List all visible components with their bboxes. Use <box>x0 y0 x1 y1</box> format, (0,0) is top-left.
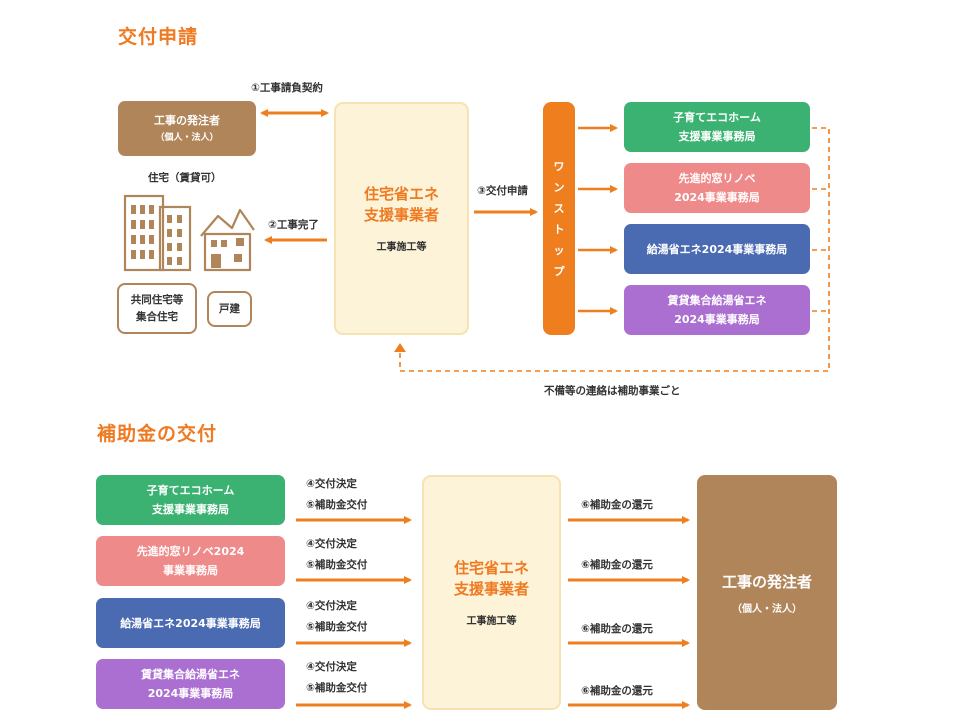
detached-house-box: 戸建 <box>207 291 252 327</box>
arrow-contract-label: ①工事請負契約 <box>251 82 323 94</box>
subsidy-office-box-3: 給湯省エネ2024事業事務局 <box>96 598 285 648</box>
one-stop-char: ス <box>553 201 565 215</box>
orderer-label: 工事の発注者 <box>154 114 220 127</box>
one-stop-char: プ <box>553 264 565 278</box>
apartment-building-icon <box>123 194 192 272</box>
orderer-sub-label: （個人・法人） <box>155 133 219 143</box>
central-contractor-title-2: 支援事業者 <box>363 206 439 224</box>
subsidy-office-box-4: 賃貸集合給湯省エネ 2024事業事務局 <box>96 659 285 709</box>
central-contractor-box-2: 住宅省エネ 支援事業者 工事施工等 <box>422 475 561 710</box>
office-label: 子育てエコホーム <box>146 484 235 497</box>
central-contractor2-title-1: 住宅省エネ <box>453 559 529 577</box>
subsidy-office-box-1: 子育てエコホーム支援事業事務局 <box>96 475 285 525</box>
collective-housing-line1: 共同住宅等 <box>130 293 184 306</box>
detached-house-icon <box>200 208 255 272</box>
office-label: 2024事業事務局 <box>674 313 760 326</box>
office-box-1: 子育てエコホーム支援事業事務局 <box>624 102 810 152</box>
collective-housing-line2: 集合住宅 <box>136 310 178 323</box>
section-title-subsidy: 補助金の交付 <box>97 423 218 445</box>
return-label: ⑥補助金の還元 <box>581 623 653 635</box>
orderer-box: 工事の発注者 （個人・法人） <box>118 101 256 156</box>
office-label: 子育てエコホーム <box>673 111 761 124</box>
decision-label: ④交付決定 <box>306 661 357 673</box>
office-label: 賃貸集合給湯省エネ <box>141 668 240 681</box>
office-label: 給湯省エネ2024事業事務局 <box>646 242 788 256</box>
housing-label: 住宅（賃貸可） <box>148 172 222 184</box>
grant-label: ⑤補助金交付 <box>306 499 368 511</box>
central-contractor-sub: 工事施工等 <box>376 242 427 253</box>
one-stop-char: ワ <box>553 159 565 173</box>
subsidy-office-box-2: 先進的窓リノベ2024 事業事務局 <box>96 536 285 586</box>
return-label: ⑥補助金の還元 <box>581 559 653 571</box>
feedback-arrowhead <box>394 343 406 352</box>
central-contractor2-title-2: 支援事業者 <box>453 580 529 598</box>
office-label: 2024事業事務局 <box>147 687 234 700</box>
detached-house-label: 戸建 <box>219 302 240 315</box>
central-contractor-box: 住宅省エネ 支援事業者 工事施工等 <box>334 102 469 335</box>
decision-label: ④交付決定 <box>306 538 357 550</box>
grant-label: ⑤補助金交付 <box>306 621 368 633</box>
grant-label: ⑤補助金交付 <box>306 682 368 694</box>
arrow-completion-label: ②工事完了 <box>268 219 319 231</box>
office-label: 先進的窓リノベ2024 <box>136 545 245 558</box>
office-box-2: 先進的窓リノベ 2024事業事務局 <box>624 163 810 213</box>
office-label: 事業事務局 <box>163 564 218 577</box>
office-label: 2024事業事務局 <box>674 191 760 204</box>
office-label: 支援事業事務局 <box>678 130 756 143</box>
office-label: 支援事業事務局 <box>152 503 229 516</box>
decision-label: ④交付決定 <box>306 600 357 612</box>
feedback-dashed-path <box>399 127 830 372</box>
feedback-label: 不備等の連絡は補助事業ごと <box>544 385 681 397</box>
central-contractor2-sub: 工事施工等 <box>466 616 517 627</box>
section-title-application: 交付申請 <box>118 26 199 48</box>
recipient-orderer-box: 工事の発注者 （個人・法人） <box>697 475 837 710</box>
one-stop-char: ン <box>553 180 565 194</box>
office-box-4: 賃貸集合給湯省エネ 2024事業事務局 <box>624 285 810 335</box>
one-stop-char: ッ <box>553 243 565 257</box>
office-label: 賃貸集合給湯省エネ <box>667 294 767 307</box>
office-label: 給湯省エネ2024事業事務局 <box>120 616 261 630</box>
return-label: ⑥補助金の還元 <box>581 499 653 511</box>
grant-label: ⑤補助金交付 <box>306 559 368 571</box>
central-contractor-title-1: 住宅省エネ <box>363 185 439 203</box>
office-box-3: 給湯省エネ2024事業事務局 <box>624 224 810 274</box>
one-stop-box: ワンストップ <box>543 102 575 335</box>
recipient-sub: （個人・法人） <box>732 603 802 615</box>
collective-housing-box: 共同住宅等 集合住宅 <box>117 283 197 334</box>
return-label: ⑥補助金の還元 <box>581 685 653 697</box>
office-label: 先進的窓リノベ <box>678 172 756 185</box>
recipient-title: 工事の発注者 <box>721 572 812 591</box>
decision-label: ④交付決定 <box>306 478 357 490</box>
arrow-application-label: ③交付申請 <box>477 185 528 197</box>
one-stop-char: ト <box>553 222 565 236</box>
